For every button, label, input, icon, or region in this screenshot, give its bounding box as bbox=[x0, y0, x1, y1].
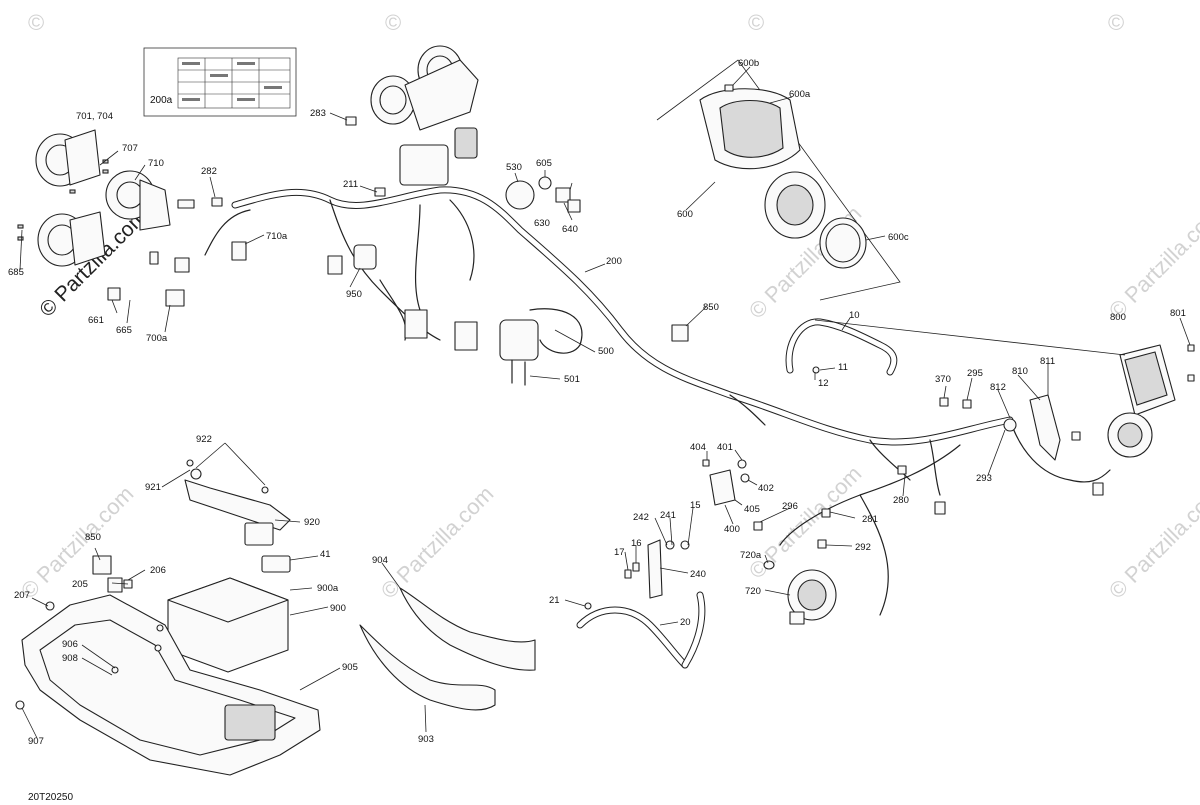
watermark-text: © Partzilla.com bbox=[1104, 201, 1200, 324]
callout-600c: 600c bbox=[888, 232, 909, 243]
callout-281: 281 bbox=[862, 514, 878, 525]
callout-905: 905 bbox=[342, 662, 358, 673]
watermark-symbol: © bbox=[1108, 10, 1124, 35]
callout-402: 402 bbox=[758, 483, 774, 494]
left-lamp-assembly bbox=[17, 129, 247, 307]
callout-404: 404 bbox=[690, 442, 706, 453]
callout-950: 950 bbox=[346, 289, 362, 300]
callout-850-upper: 850 bbox=[703, 302, 719, 313]
callout-500: 500 bbox=[598, 346, 614, 357]
callout-206: 206 bbox=[150, 565, 166, 576]
callout-205: 205 bbox=[72, 579, 88, 590]
callout-908: 908 bbox=[62, 653, 78, 664]
callout-20: 20 bbox=[680, 617, 691, 628]
watermark-symbol: © bbox=[385, 10, 401, 35]
callout-600a: 600a bbox=[789, 89, 811, 100]
callout-295: 295 bbox=[967, 368, 983, 379]
callout-41: 41 bbox=[320, 549, 331, 560]
callout-200: 200 bbox=[606, 256, 622, 267]
cable-10 bbox=[785, 318, 898, 376]
callout-15: 15 bbox=[690, 500, 701, 511]
headlight-cluster bbox=[345, 45, 479, 186]
bracket-400 bbox=[624, 459, 750, 599]
callout-282: 282 bbox=[201, 166, 217, 177]
callout-401: 401 bbox=[717, 442, 733, 453]
callout-640: 640 bbox=[562, 224, 578, 235]
callout-207: 207 bbox=[14, 590, 30, 601]
callout-240: 240 bbox=[690, 569, 706, 580]
callout-850-lower: 850 bbox=[85, 532, 101, 543]
main-harness bbox=[204, 186, 1111, 616]
callout-720a: 720a bbox=[740, 550, 762, 561]
fog-lamp bbox=[753, 465, 946, 625]
leader-lines bbox=[19, 66, 1191, 739]
side-panels bbox=[359, 587, 536, 711]
callout-241: 241 bbox=[660, 510, 676, 521]
bracket-810 bbox=[939, 394, 1081, 461]
inset-label: 200a bbox=[150, 95, 173, 106]
callout-labels: 283 701, 704 707 710 282 211 710a 685 66… bbox=[8, 58, 1186, 747]
callout-630: 630 bbox=[534, 218, 550, 229]
callout-12: 12 bbox=[818, 378, 829, 389]
callout-710a: 710a bbox=[266, 231, 288, 242]
inset-label-box: 200a bbox=[143, 47, 297, 117]
callout-283: 283 bbox=[310, 108, 326, 119]
callout-921: 921 bbox=[145, 482, 161, 493]
callout-920: 920 bbox=[304, 517, 320, 528]
callout-600b: 600b bbox=[738, 58, 759, 69]
callout-904: 904 bbox=[372, 555, 388, 566]
callout-707: 707 bbox=[122, 143, 138, 154]
battery-tray-assembly bbox=[15, 459, 321, 776]
callout-701-704: 701, 704 bbox=[76, 111, 113, 122]
callout-10: 10 bbox=[849, 310, 860, 321]
callout-922: 922 bbox=[196, 434, 212, 445]
callout-665: 665 bbox=[116, 325, 132, 336]
callout-661: 661 bbox=[88, 315, 104, 326]
callout-900: 900 bbox=[330, 603, 346, 614]
callout-293: 293 bbox=[976, 473, 992, 484]
callout-720: 720 bbox=[745, 586, 761, 597]
ecu-module bbox=[1092, 344, 1195, 496]
connectors-upper bbox=[327, 176, 581, 351]
callout-801: 801 bbox=[1170, 308, 1186, 319]
watermark-symbol: © bbox=[748, 10, 764, 35]
callout-600: 600 bbox=[677, 209, 693, 220]
watermark-text: © Partzilla.com bbox=[1104, 481, 1200, 604]
callout-710: 710 bbox=[148, 158, 164, 169]
relay-harness-500 bbox=[499, 308, 689, 386]
callout-292: 292 bbox=[855, 542, 871, 553]
callout-900a: 900a bbox=[317, 583, 339, 594]
callout-903: 903 bbox=[418, 734, 434, 745]
callout-906: 906 bbox=[62, 639, 78, 650]
callout-800: 800 bbox=[1110, 312, 1126, 323]
callout-685: 685 bbox=[8, 267, 24, 278]
callout-242: 242 bbox=[633, 512, 649, 523]
diagram-code: 20T20250 bbox=[28, 792, 73, 803]
callout-211: 211 bbox=[343, 179, 358, 190]
callout-17: 17 bbox=[614, 547, 625, 558]
callout-400: 400 bbox=[724, 524, 740, 535]
callout-11: 11 bbox=[838, 362, 848, 373]
watermark-symbol: © bbox=[28, 10, 44, 35]
callout-605: 605 bbox=[536, 158, 552, 169]
callout-280: 280 bbox=[893, 495, 909, 506]
gauge-cluster bbox=[656, 59, 901, 301]
cable-20 bbox=[576, 591, 706, 669]
callout-907: 907 bbox=[28, 736, 44, 747]
callout-296: 296 bbox=[782, 501, 798, 512]
callout-21: 21 bbox=[549, 595, 560, 606]
callout-370: 370 bbox=[935, 374, 951, 385]
callout-700a: 700a bbox=[146, 333, 168, 344]
callout-405: 405 bbox=[744, 504, 760, 515]
callout-16: 16 bbox=[631, 538, 642, 549]
callout-812: 812 bbox=[990, 382, 1006, 393]
callout-810: 810 bbox=[1012, 366, 1028, 377]
callout-530: 530 bbox=[506, 162, 522, 173]
callout-501: 501 bbox=[564, 374, 580, 385]
callout-811: 811 bbox=[1040, 356, 1055, 367]
watermark-text: © Partzilla.com bbox=[376, 481, 499, 604]
